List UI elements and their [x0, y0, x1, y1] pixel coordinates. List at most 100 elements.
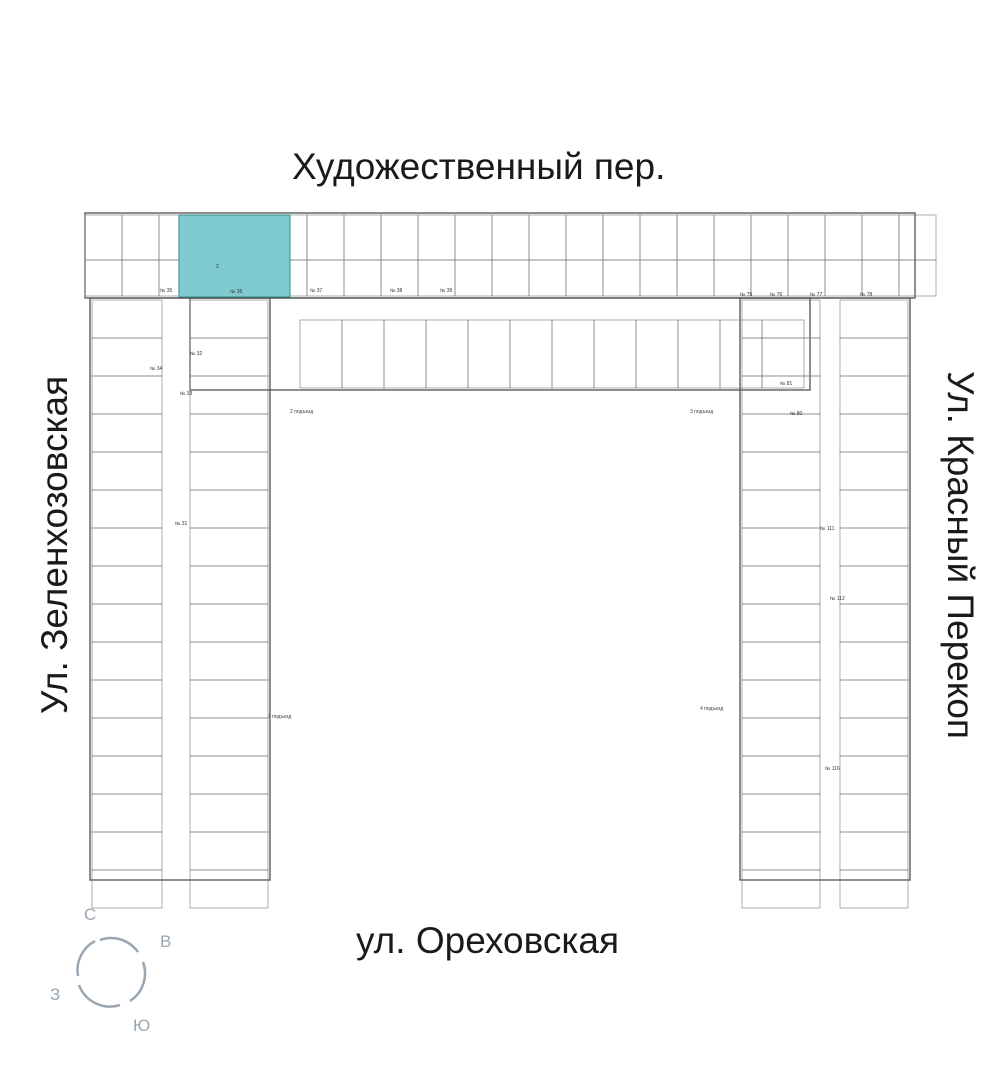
room — [861, 259, 900, 297]
room — [417, 214, 456, 261]
apartment-number[interactable]: № 31 — [175, 521, 188, 527]
room — [741, 793, 821, 833]
room — [91, 717, 163, 757]
room — [189, 793, 269, 833]
room — [189, 375, 269, 415]
room — [741, 527, 821, 567]
room — [713, 259, 752, 297]
room — [741, 489, 821, 529]
room — [719, 319, 763, 389]
room — [839, 489, 909, 529]
room — [528, 214, 567, 261]
room — [713, 214, 752, 261]
room — [121, 214, 160, 261]
apartment-number[interactable]: № 32 — [190, 351, 203, 357]
apartment-number[interactable]: № 78 — [860, 292, 873, 298]
room — [839, 451, 909, 491]
room — [341, 319, 385, 389]
room — [509, 319, 553, 389]
room — [839, 641, 909, 681]
room — [861, 214, 900, 261]
compass-south: Ю — [133, 1016, 151, 1035]
room — [189, 337, 269, 377]
room — [528, 259, 567, 297]
room — [454, 259, 493, 297]
compass-north: С — [84, 905, 97, 924]
room — [741, 717, 821, 757]
room — [84, 214, 123, 261]
apartment-number[interactable]: № 77 — [810, 292, 823, 298]
room — [189, 603, 269, 643]
room — [383, 319, 427, 389]
apartment-number[interactable]: № 81 — [780, 381, 793, 387]
apartment-number[interactable]: № 112 — [830, 596, 845, 602]
room — [189, 527, 269, 567]
room — [741, 337, 821, 377]
apartment-number[interactable]: № 116 — [825, 766, 840, 772]
room — [91, 565, 163, 605]
building-right-wing — [739, 297, 911, 881]
room — [189, 717, 269, 757]
room — [189, 413, 269, 453]
room — [602, 259, 641, 297]
room — [839, 337, 909, 377]
entrance-label-4: 4 подъезд — [700, 706, 723, 712]
apartment-number[interactable]: № 33 — [180, 391, 193, 397]
room — [91, 489, 163, 529]
apartment-number[interactable]: № 75 — [740, 292, 753, 298]
room — [839, 717, 909, 757]
room — [91, 451, 163, 491]
room — [189, 831, 269, 871]
room — [839, 679, 909, 719]
street-label-bottom: ул. Ореховская — [356, 920, 619, 961]
room — [454, 214, 493, 261]
apartment-number[interactable]: № 39 — [440, 288, 453, 294]
apartment-number[interactable]: № 80 — [790, 411, 803, 417]
room — [676, 214, 715, 261]
room — [839, 793, 909, 833]
apartment-number[interactable]: № 38 — [390, 288, 403, 294]
room — [839, 869, 909, 909]
building-top-inner-wing — [189, 297, 811, 391]
room — [787, 259, 826, 297]
highlighted-apartment[interactable] — [178, 214, 291, 298]
room — [299, 319, 343, 389]
room — [189, 641, 269, 681]
room — [306, 214, 345, 261]
apartment-number[interactable]: № 37 — [310, 288, 323, 294]
room — [189, 755, 269, 795]
room — [91, 679, 163, 719]
compass-east: В — [160, 932, 172, 951]
room — [491, 214, 530, 261]
room — [635, 319, 679, 389]
room — [189, 489, 269, 529]
room — [91, 603, 163, 643]
room — [551, 319, 595, 389]
room — [91, 755, 163, 795]
apartment-number[interactable]: № 111 — [820, 526, 835, 532]
room — [741, 299, 821, 339]
room — [565, 214, 604, 261]
room — [380, 214, 419, 261]
room — [824, 214, 863, 261]
room — [839, 565, 909, 605]
room — [898, 214, 937, 261]
room — [189, 679, 269, 719]
room — [189, 869, 269, 909]
room — [91, 413, 163, 453]
room — [425, 319, 469, 389]
building-left-wing — [89, 297, 271, 881]
room — [565, 259, 604, 297]
room — [491, 259, 530, 297]
room — [189, 565, 269, 605]
street-label-top: Художественный пер. — [292, 146, 666, 187]
room — [839, 603, 909, 643]
room — [750, 259, 789, 297]
room — [91, 375, 163, 415]
room — [741, 603, 821, 643]
room — [343, 259, 382, 297]
apartment-number[interactable]: № 34 — [150, 366, 163, 372]
apartment-number[interactable]: № 35 — [160, 288, 173, 294]
apartment-number[interactable]: № 76 — [770, 292, 783, 298]
room — [824, 259, 863, 297]
